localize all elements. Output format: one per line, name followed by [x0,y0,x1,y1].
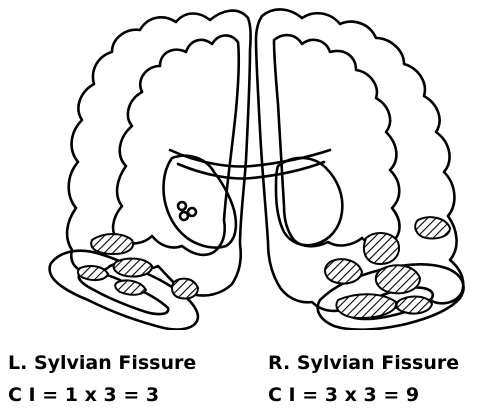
left-small-nucleus-3 [180,212,188,220]
left-lesion-1 [91,234,133,254]
right-lesion-1 [364,233,399,264]
right-lesion-6 [397,297,432,314]
left-small-nucleus-2 [188,208,196,216]
left-small-nucleus-1 [178,202,186,210]
left-lesion-5 [172,279,198,299]
left-ci-formula: C I = 1 x 3 = 3 [8,386,159,405]
left-hemisphere-inner [113,35,239,254]
right-lesion-4 [376,265,420,293]
left-lesion-2 [114,259,152,277]
right-sylvian-fissure-label: R. Sylvian Fissure [268,354,459,373]
coronal-brain-section-diagram [0,0,503,330]
left-lesion-3 [78,266,108,280]
left-lesion-4 [115,280,146,294]
right-ci-formula: C I = 3 x 3 = 9 [268,386,419,405]
right-basal-ganglia [276,158,342,245]
right-lesion-2 [415,217,450,238]
right-lesion-5 [336,294,396,318]
left-sylvian-fissure-label: L. Sylvian Fissure [8,354,196,373]
right-hemisphere-inner [274,35,400,246]
right-lesion-3 [325,259,362,283]
corpus-callosum-lower [178,162,324,178]
